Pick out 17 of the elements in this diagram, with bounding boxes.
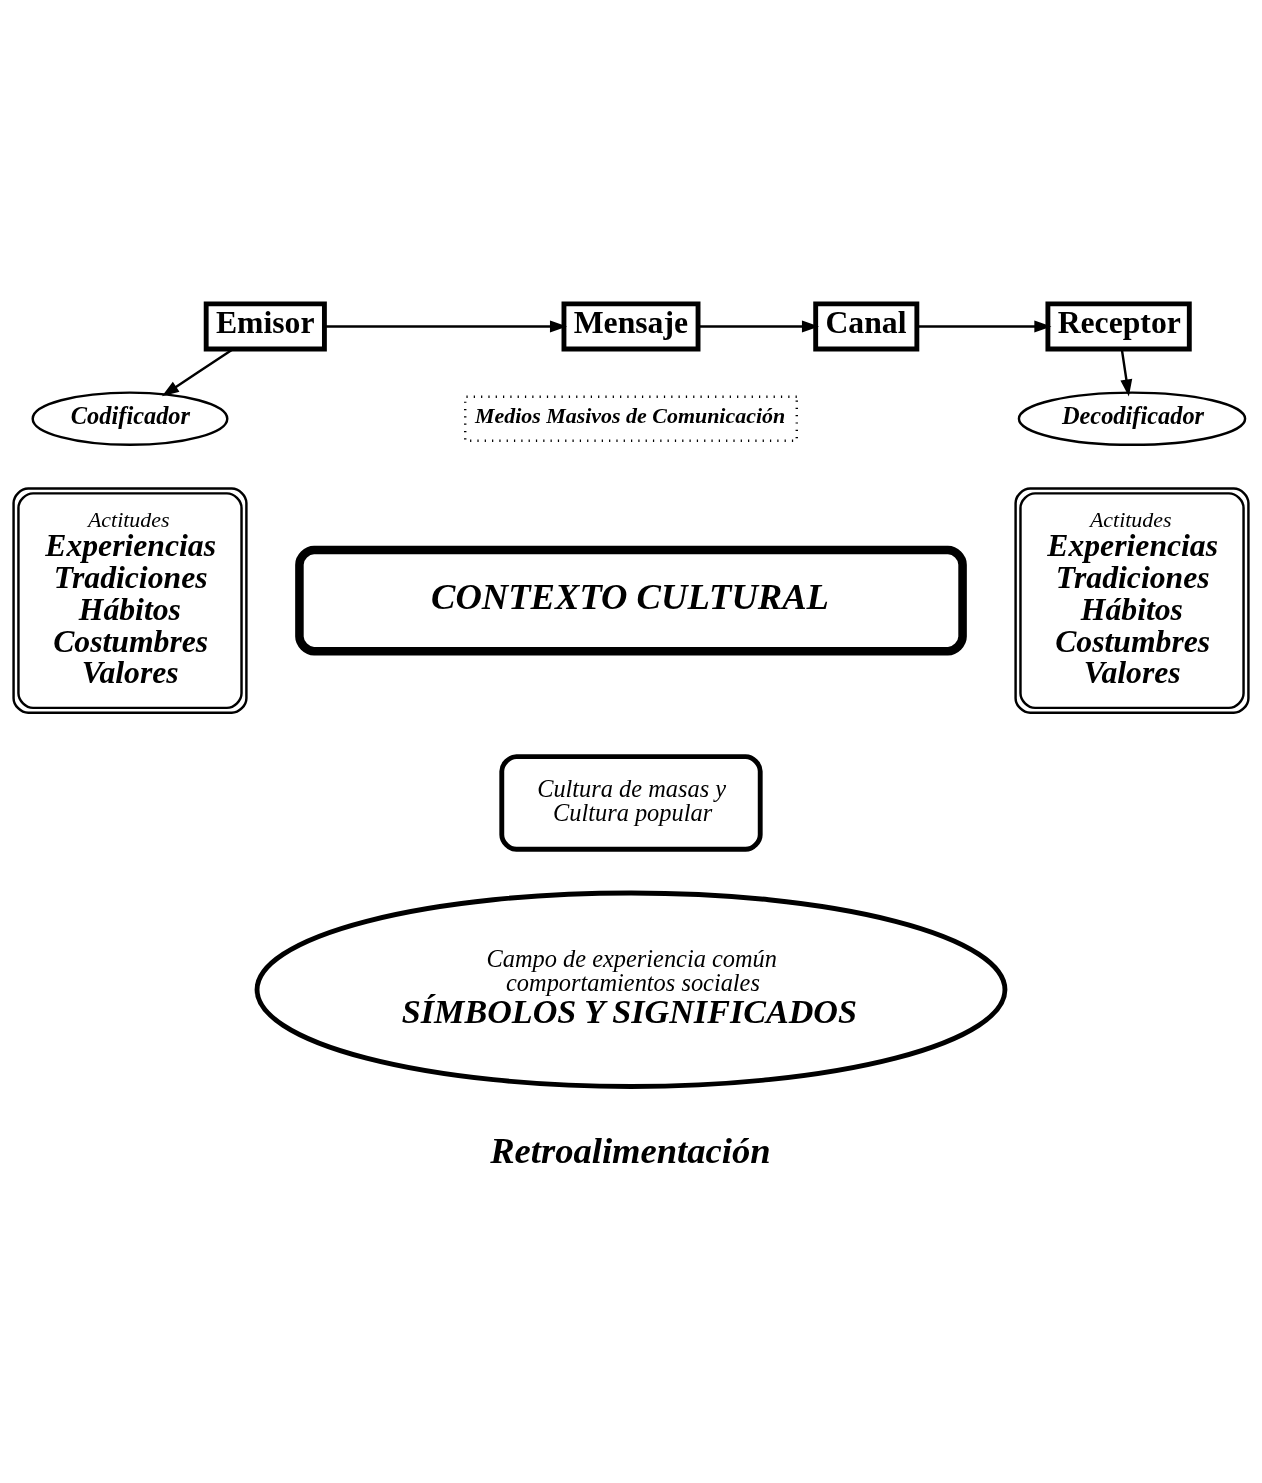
node-box: Actitudes Experiencias Tradiciones Hábitos Costumbres Valores [12,486,248,714]
node-ellipse: Codificador [31,390,229,446]
node-box: Actitudes Experiencias Tradiciones Hábitos Costumbres Valores [1014,486,1250,714]
node-box: Medios Masivos de Comunicación [464,395,798,442]
node-box: Canal [813,300,920,351]
node-box: CONTEXTO CULTURAL [295,545,967,655]
node-box: Cultura de masas y Cultura popular [499,753,763,852]
arrow [698,319,820,332]
arrow [1120,348,1133,396]
node-box: Mensaje [561,300,701,351]
arrow [324,319,568,332]
label: Retroalimentación [490,1129,771,1171]
node-box: Emisor [203,300,327,351]
arrow [917,319,1052,332]
node-ellipse: Decodificador [1017,390,1247,446]
node-box: Receptor [1045,300,1192,351]
node-ellipse: Campo de experiencia común comportamientos sociales SÍMBOLOS Y SIGNIFICADOS [254,890,1008,1089]
